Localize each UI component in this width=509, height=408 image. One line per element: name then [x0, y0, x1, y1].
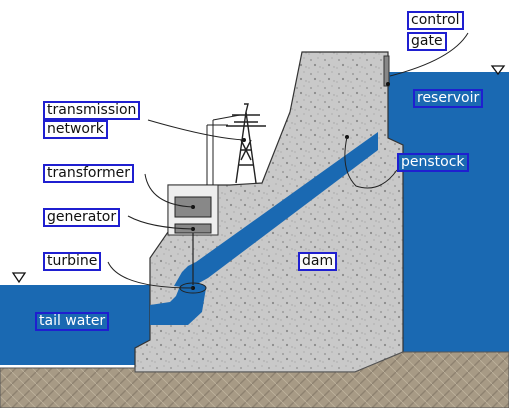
- label-generator: generator: [43, 208, 120, 227]
- control-gate: [384, 56, 389, 86]
- label-tail-water: tail water: [35, 312, 109, 331]
- control-gate-dot: [386, 82, 390, 86]
- label-penstock: penstock: [397, 153, 469, 172]
- label-gate: gate: [407, 32, 447, 51]
- label-network: network: [43, 120, 108, 139]
- label-reservoir: reservoir: [413, 89, 483, 108]
- triangle-down-icon: [13, 273, 25, 282]
- label-turbine: turbine: [43, 252, 101, 271]
- label-transmission: transmission: [43, 101, 140, 120]
- label-control: control: [407, 11, 464, 30]
- transmission-tower-icon: [226, 104, 266, 183]
- label-transformer: transformer: [43, 164, 134, 183]
- power-line-2: [213, 115, 240, 120]
- label-dam: dam: [298, 252, 337, 271]
